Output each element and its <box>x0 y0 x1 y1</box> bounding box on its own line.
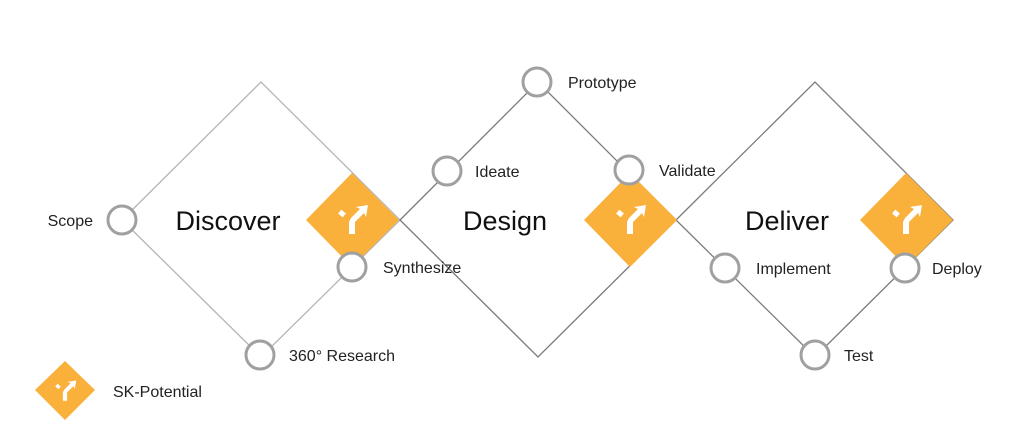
step-node-synthesize <box>336 251 368 283</box>
sk-potential-marker-1 <box>306 173 399 267</box>
step-node-test <box>799 339 831 371</box>
step-label-deploy: Deploy <box>932 261 982 278</box>
phase-design: Design <box>463 206 547 236</box>
step-node-prototype <box>521 66 553 98</box>
legend: SK-Potential <box>35 361 202 420</box>
sk-potential-marker-2 <box>584 173 677 267</box>
step-label-ideate: Ideate <box>475 164 520 181</box>
step-node-ideate <box>431 155 463 187</box>
step-label-validate: Validate <box>659 163 716 180</box>
legend-label: SK-Potential <box>113 384 202 401</box>
step-label-prototype: Prototype <box>568 75 637 92</box>
step-node-scope <box>106 204 138 236</box>
sk-potential-marker-3 <box>860 173 953 267</box>
phase-deliver: Deliver <box>745 206 829 236</box>
step-node-implement <box>709 252 741 284</box>
step-label-scope: Scope <box>48 213 93 230</box>
phase-discover: Discover <box>175 206 280 236</box>
step-node-validate <box>613 154 645 186</box>
step-label-test: Test <box>844 348 874 365</box>
step-node-research <box>244 339 276 371</box>
step-label-synthesize: Synthesize <box>383 260 461 277</box>
step-label-research: 360° Research <box>289 348 395 365</box>
step-node-deploy <box>889 252 921 284</box>
step-label-implement: Implement <box>756 261 831 278</box>
